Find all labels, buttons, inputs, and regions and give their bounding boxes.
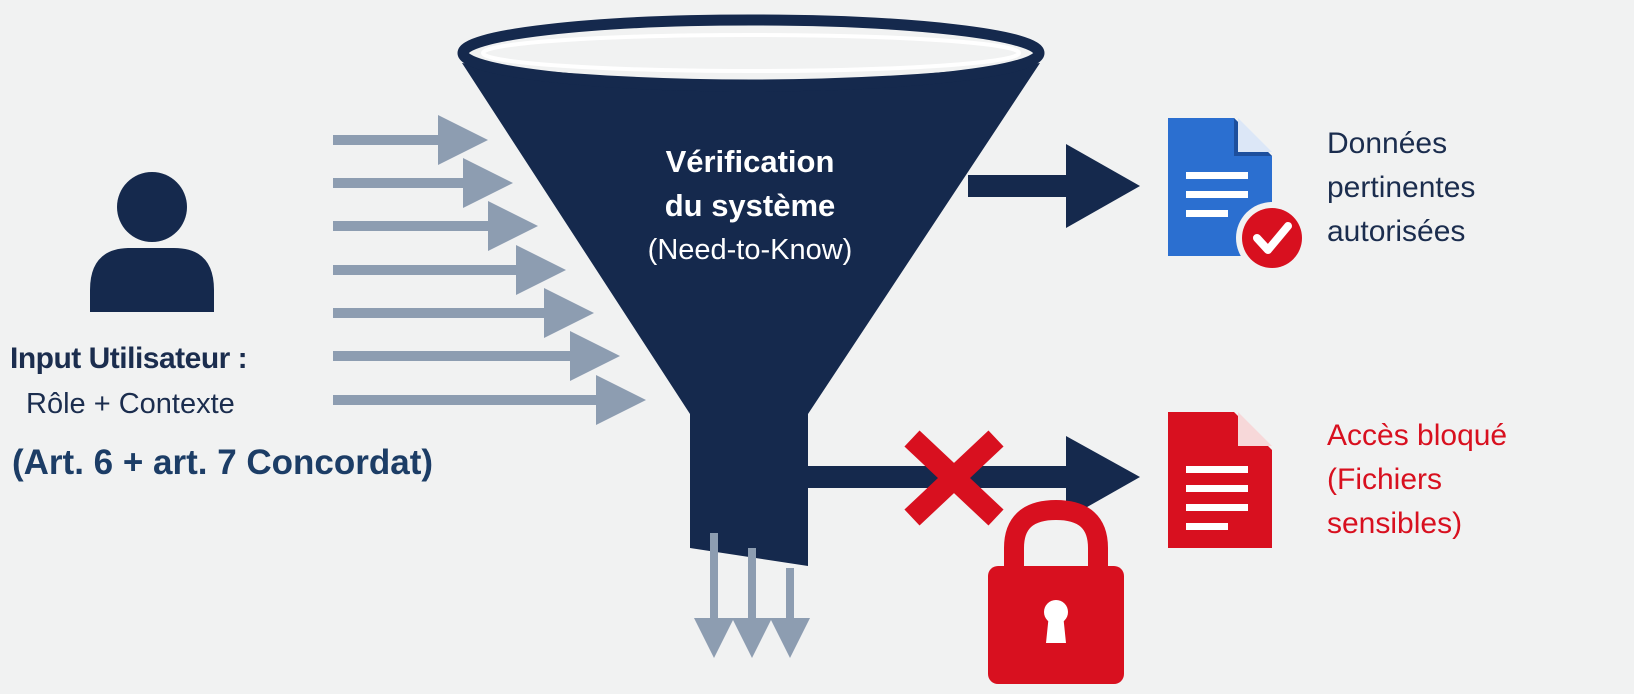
output-down-arrows (694, 533, 810, 658)
allowed-label-line3: autorisées (1327, 215, 1466, 248)
funnel-label-line2: du système (664, 188, 836, 223)
funnel-label: Vérification du système (Need-to-Know) (590, 140, 910, 272)
document-blocked-icon (1168, 412, 1272, 548)
funnel-label-line3: (Need-to-Know) (647, 234, 853, 266)
allowed-label-line1: Données (1327, 127, 1448, 160)
funnel-label-line1: Vérification (665, 144, 835, 179)
input-subtitle: Rôle + Contexte (26, 388, 235, 420)
blocked-output-label: Accès bloqué (Fichiers sensibles) (1327, 414, 1507, 546)
funnel-icon (457, 14, 1045, 566)
user-icon (90, 172, 214, 312)
cross-icon (904, 430, 1004, 526)
input-arrows (333, 115, 646, 425)
padlock-icon (988, 499, 1124, 684)
blocked-label-line3: sensibles) (1327, 507, 1463, 540)
blocked-label-line1: Accès bloqué (1327, 419, 1508, 452)
allowed-output-label: Données pertinentes autorisées (1327, 122, 1475, 254)
document-check-icon (1168, 118, 1308, 274)
input-reference: (Art. 6 + art. 7 Concordat) (12, 443, 434, 482)
allowed-arrow (968, 144, 1140, 228)
allowed-label-line2: pertinentes (1327, 171, 1476, 204)
input-title: Input Utilisateur : (10, 342, 248, 375)
blocked-label-line2: (Fichiers (1327, 463, 1443, 496)
